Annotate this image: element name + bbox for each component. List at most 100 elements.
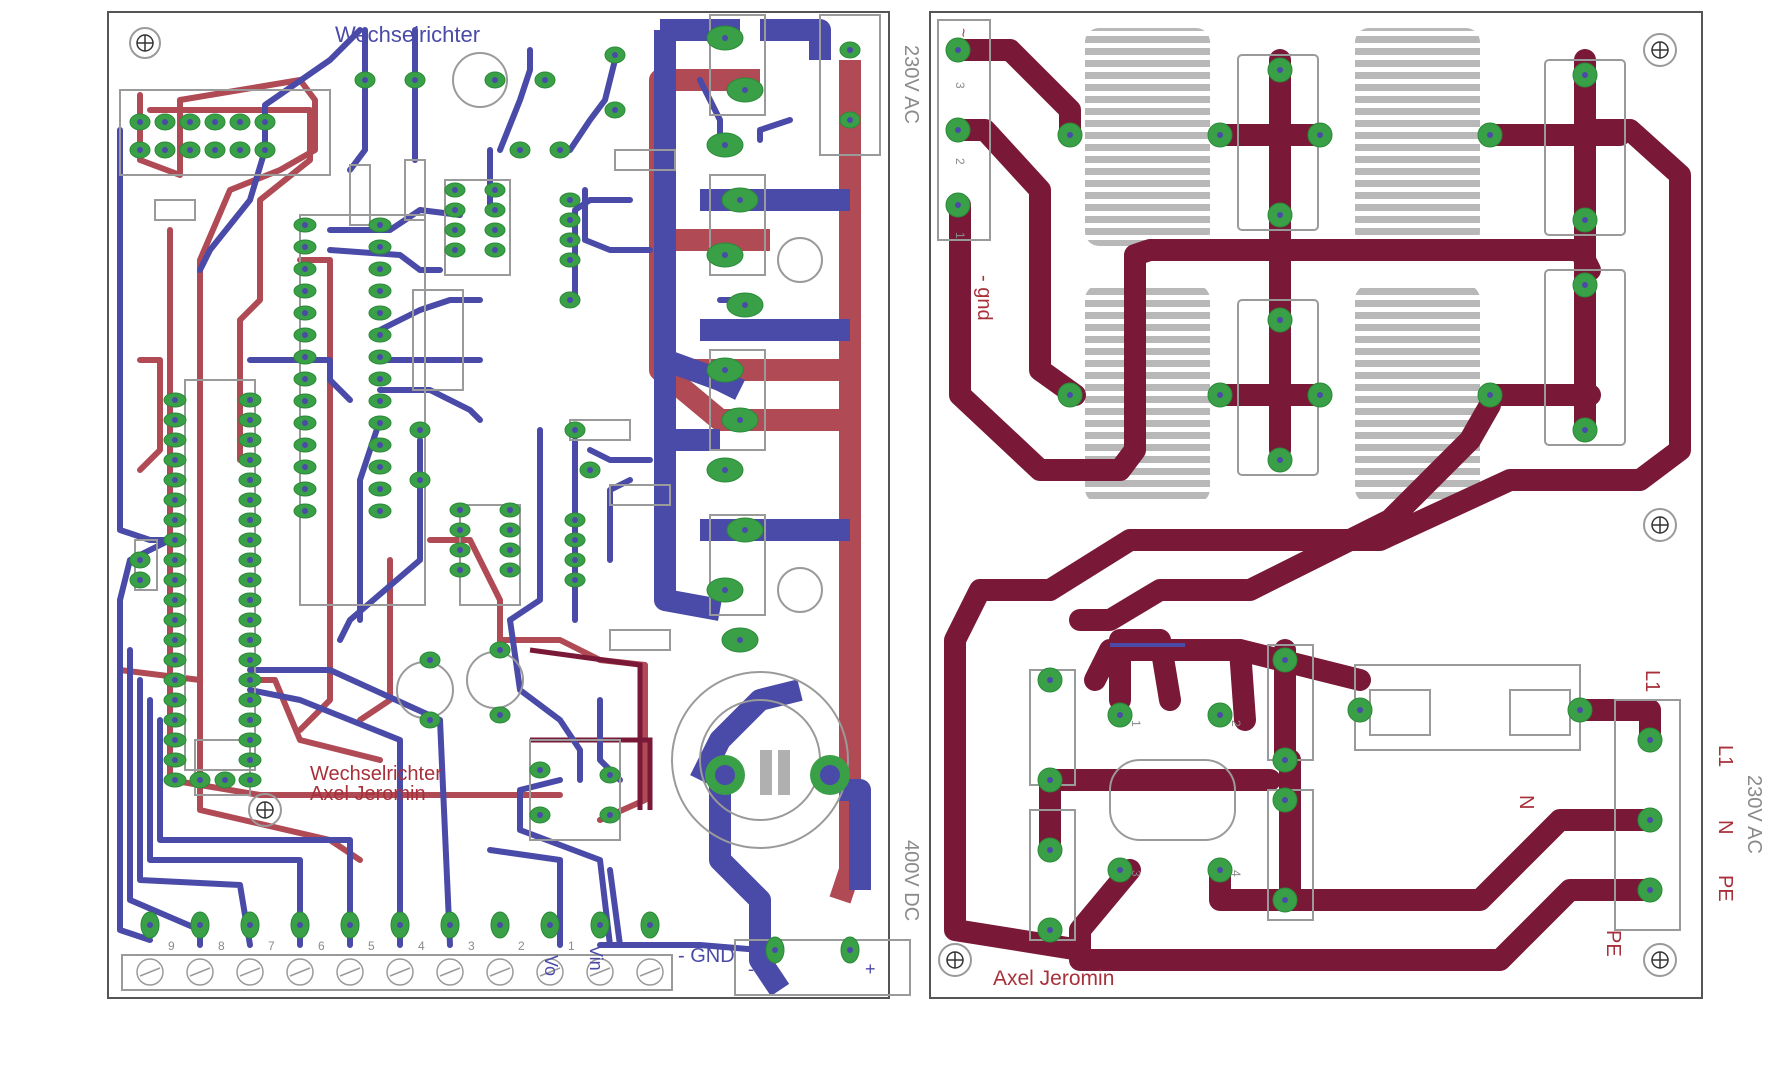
pad — [444, 222, 466, 238]
pad — [945, 117, 971, 143]
pad — [564, 552, 586, 568]
pad — [484, 222, 506, 238]
pad — [238, 672, 262, 688]
pad — [154, 113, 176, 131]
pad — [499, 522, 521, 538]
right-board: ~ - gnd Axel Jeromin L1 N PE L1 N PE 230… — [929, 11, 1765, 999]
pad — [238, 712, 262, 728]
pad — [368, 393, 392, 409]
pad — [254, 113, 276, 131]
pad — [293, 503, 317, 519]
pad — [444, 202, 466, 218]
pad — [564, 421, 586, 439]
pad — [238, 632, 262, 648]
l1-side-label: L1 — [1714, 745, 1736, 767]
pad — [163, 772, 187, 788]
pad — [163, 632, 187, 648]
pad — [1037, 837, 1063, 863]
pad — [368, 305, 392, 321]
pad — [1307, 382, 1333, 408]
terminal-pin-number: 4 — [418, 939, 425, 953]
pad — [409, 421, 431, 439]
pad — [163, 532, 187, 548]
pad — [765, 936, 785, 964]
pad — [706, 25, 744, 51]
pad — [163, 692, 187, 708]
pad — [1037, 667, 1063, 693]
pad — [484, 71, 506, 89]
pad — [1572, 62, 1598, 88]
pad — [489, 641, 511, 659]
pad — [1267, 57, 1293, 83]
pad — [706, 242, 744, 268]
ac-input-label: 230V AC — [900, 45, 922, 124]
board-title: Wechselrichter — [310, 763, 442, 785]
right-tilde-label: ~ — [954, 28, 971, 37]
minus-label: - — [748, 959, 754, 979]
right-mounting-holes — [946, 41, 1669, 969]
pad — [499, 542, 521, 558]
pad — [1267, 307, 1293, 333]
pad — [390, 911, 410, 939]
pad — [340, 911, 360, 939]
pad — [238, 592, 262, 608]
pad — [179, 113, 201, 131]
right-gnd-label: - gnd — [973, 275, 995, 321]
pad — [499, 562, 521, 578]
pad — [368, 327, 392, 343]
pad — [163, 412, 187, 428]
pad — [354, 71, 376, 89]
screw-icon — [386, 958, 414, 986]
pad — [238, 532, 262, 548]
pad — [163, 752, 187, 768]
right-pads — [945, 37, 1663, 943]
pad — [293, 371, 317, 387]
pad — [726, 77, 764, 103]
pad — [1057, 122, 1083, 148]
pad — [945, 192, 971, 218]
pad — [409, 471, 431, 489]
pad — [290, 911, 310, 939]
right-bottom-traces — [944, 39, 1691, 971]
pad — [368, 349, 392, 365]
pad — [238, 612, 262, 628]
pad — [564, 532, 586, 548]
left-bulk-cap — [705, 750, 850, 795]
pad — [1637, 807, 1663, 833]
n-label: N — [1515, 795, 1537, 809]
pad — [499, 502, 521, 518]
pad — [1107, 857, 1133, 883]
pad — [240, 911, 260, 939]
chip-pin-number: 4 — [1229, 870, 1243, 877]
pad — [163, 512, 187, 528]
pad — [129, 571, 151, 589]
pad — [293, 261, 317, 277]
screw-icon — [436, 958, 464, 986]
screw-icon — [236, 958, 264, 986]
terminal-pin-number: 7 — [268, 939, 275, 953]
pad — [368, 371, 392, 387]
pad — [604, 101, 626, 119]
pad — [368, 261, 392, 277]
chip-pin-number: 1 — [1129, 720, 1143, 727]
left-board: Wechselrichter Wechselrichter Axel Jerom… — [107, 11, 922, 999]
pad — [163, 732, 187, 748]
pad — [419, 651, 441, 669]
pe-label: PE — [1602, 930, 1624, 957]
pad — [163, 472, 187, 488]
gnd-label: - GND — [678, 945, 735, 967]
pad — [293, 349, 317, 365]
pad — [163, 452, 187, 468]
screw-icon — [186, 958, 214, 986]
pad — [1307, 122, 1333, 148]
pad — [706, 357, 744, 383]
pad — [238, 492, 262, 508]
heatsink — [1355, 28, 1480, 246]
connector-pin-number: 2 — [953, 158, 967, 165]
terminal-pin-number: 5 — [368, 939, 375, 953]
pad — [1272, 787, 1298, 813]
pad — [368, 415, 392, 431]
pad — [559, 192, 581, 208]
